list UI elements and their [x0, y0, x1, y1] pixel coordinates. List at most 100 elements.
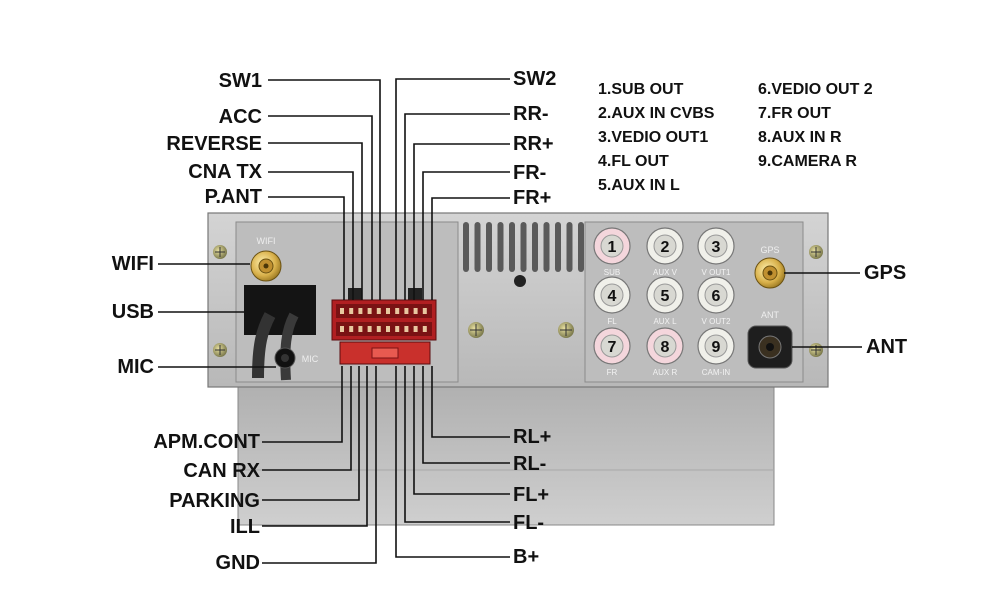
legend-item: 8.AUX IN R — [758, 129, 842, 146]
fin-slot — [486, 222, 492, 272]
connector-pin — [413, 308, 418, 314]
legend-item: 3.VEDIO OUT1 — [598, 129, 709, 146]
leader-rr-minus — [404, 113, 510, 300]
label-p-ant: P.ANT — [204, 186, 262, 208]
leader-rl-minus — [422, 366, 510, 464]
rca-jack-number: 5 — [661, 288, 670, 305]
label-fr-plus: FR+ — [513, 187, 552, 209]
screw-icon — [213, 245, 227, 259]
screw-icon — [809, 343, 823, 357]
connector-pin — [340, 326, 344, 332]
fin-slot — [474, 222, 481, 272]
rca-jack-number: 7 — [608, 339, 617, 356]
wifi-panel-label: WIFI — [257, 236, 276, 246]
label-fl-plus: FL+ — [513, 484, 550, 506]
leader-cna-tx — [268, 171, 354, 300]
label-rl-minus: RL- — [513, 453, 547, 475]
rca-jack-number: 9 — [712, 339, 721, 356]
radio-antenna-socket — [747, 325, 793, 369]
fin-slot — [463, 222, 469, 272]
leader-parking — [262, 366, 360, 501]
leader-fr-minus — [422, 171, 510, 300]
rca-jack-label: AUX L — [653, 317, 677, 326]
label-gnd: GND — [215, 552, 260, 574]
leader-acc — [268, 115, 373, 300]
fin-slot — [532, 222, 538, 272]
leader-rr-plus — [413, 143, 510, 300]
connector-pin — [367, 308, 372, 314]
leader-apm-cont — [262, 366, 343, 443]
ant-panel-label: ANT — [761, 310, 780, 320]
connector-pin — [358, 308, 363, 314]
leader-can-rx — [262, 366, 352, 471]
label-sw2: SW2 — [513, 68, 557, 90]
label-ant: ANT — [866, 336, 908, 358]
connector-pin — [386, 308, 390, 314]
rca-jack: 6 V OUT2 — [697, 276, 735, 326]
connector-pin — [340, 308, 344, 314]
label-rl-plus: RL+ — [513, 426, 552, 448]
label-can-rx: CAN RX — [183, 460, 260, 482]
label-cna-tx: CNA TX — [188, 161, 262, 183]
rca-jack-number: 1 — [608, 239, 617, 256]
rca-jack-label: SUB — [604, 268, 620, 277]
legend-column-2: 6.VEDIO OUT 2 7.FR OUT 8.AUX IN R 9.CAME… — [758, 78, 873, 174]
leader-fl-plus — [413, 366, 510, 495]
rca-jack: 7FR — [593, 327, 631, 377]
leader-ill — [262, 366, 368, 527]
rca-jack-number: 6 — [712, 288, 721, 305]
legend-item: 9.CAMERA R — [758, 153, 857, 170]
label-parking: PARKING — [169, 490, 260, 512]
connector-pin — [358, 326, 363, 332]
connector-pin — [404, 308, 409, 314]
vent-hole — [514, 275, 526, 287]
rca-jack-label: CAM-IN — [702, 368, 731, 377]
lower-chassis-box — [237, 384, 775, 526]
connector-pin — [376, 326, 381, 332]
rca-jack-label: AUX R — [653, 368, 678, 377]
label-wifi: WIFI — [111, 253, 154, 275]
label-gps: GPS — [864, 262, 907, 284]
rca-jack-label: V OUT1 — [702, 268, 731, 277]
iso-connector — [331, 288, 437, 365]
legend-item: 6.VEDIO OUT 2 — [758, 81, 873, 98]
label-mic: MIC — [117, 356, 154, 378]
fin-slot — [566, 222, 573, 272]
connector-pin — [404, 326, 409, 332]
label-acc: ACC — [218, 106, 262, 128]
label-usb: USB — [111, 301, 154, 323]
legend-item: 1.SUB OUT — [598, 81, 684, 98]
rca-jack-label: FR — [607, 368, 618, 377]
rca-jack-label: V OUT2 — [702, 317, 731, 326]
connector-pin — [349, 308, 354, 314]
rca-jack-number: 8 — [661, 339, 670, 356]
gps-antenna-connector — [754, 257, 786, 289]
fin-slot — [520, 222, 527, 272]
rca-jack-number: 2 — [661, 239, 670, 256]
leader-reverse — [268, 142, 363, 300]
label-apm-cont: APM.CONT — [153, 431, 260, 453]
connector-pin — [395, 326, 400, 332]
leader-gnd — [262, 366, 377, 564]
screw-icon — [558, 322, 574, 338]
fin-slot — [543, 222, 550, 272]
screw-icon — [809, 245, 823, 259]
rca-jack-label: AUX V — [653, 268, 678, 277]
connector-pin — [349, 326, 354, 332]
connector-pin — [376, 308, 381, 314]
usb-port — [244, 285, 316, 381]
fin-slot — [578, 222, 584, 272]
legend-item: 4.FL OUT — [598, 153, 669, 170]
leader-p-ant — [268, 196, 345, 300]
connector-pin — [395, 308, 400, 314]
connector-pin — [422, 326, 427, 332]
connector-pin — [367, 326, 372, 332]
label-fr-minus: FR- — [513, 162, 547, 184]
mic-panel-label: MIC — [302, 354, 319, 364]
